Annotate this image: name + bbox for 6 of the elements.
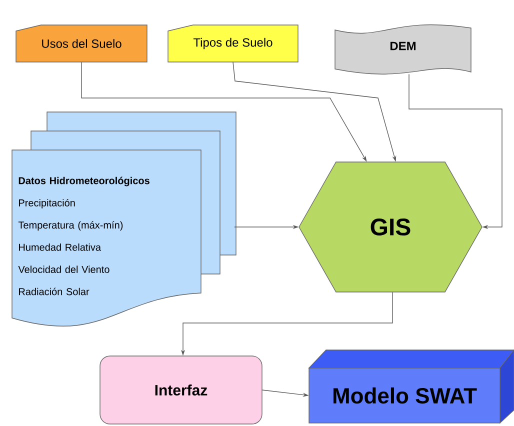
card-box: Usos del Suelo bbox=[16, 24, 148, 62]
document-stack: Datos Hidrometeorológicos Precipitación Temperatura (máx-mín) Humedad Relativa Velocidad del Viento Radiación Solar bbox=[12, 112, 236, 326]
card-box: Tipos de Suelo bbox=[168, 24, 298, 62]
hexagon: GIS bbox=[298, 162, 482, 292]
rounded-box: Interfaz bbox=[100, 356, 262, 424]
arrow bbox=[408, 74, 502, 230]
